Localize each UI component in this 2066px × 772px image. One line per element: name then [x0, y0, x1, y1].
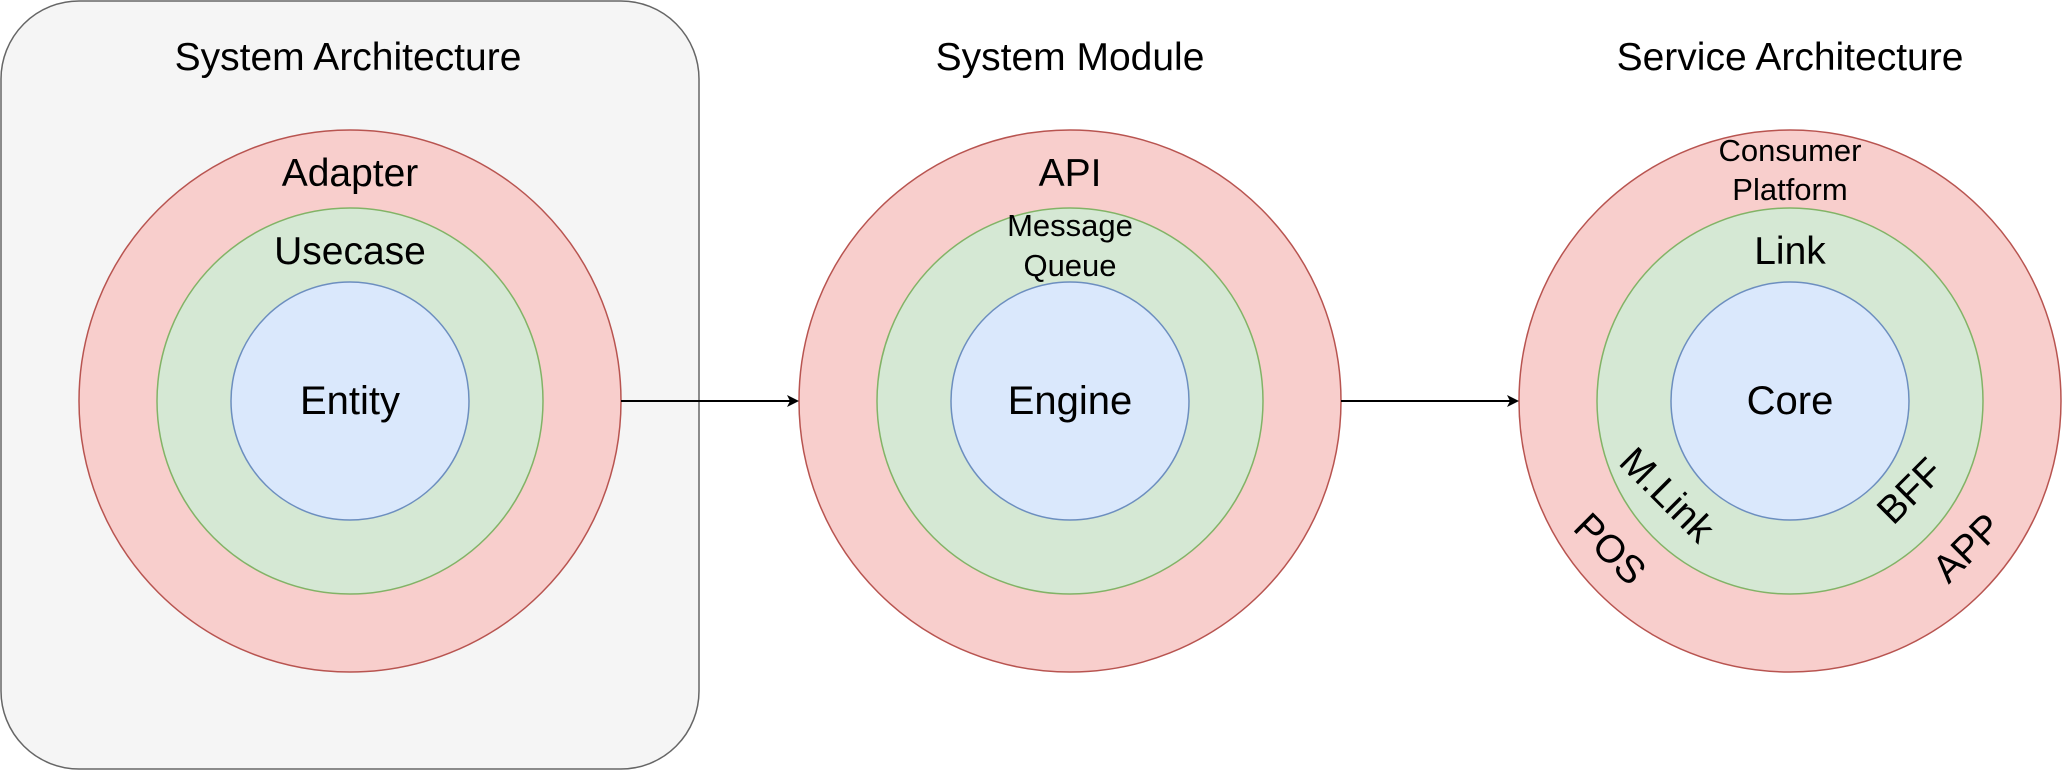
consumer-platform-label-line2: Platform — [1732, 172, 1847, 207]
usecase-label: Usecase — [274, 230, 426, 273]
entity-label: Entity — [300, 379, 400, 423]
message-queue-label-line1: Message — [1007, 208, 1133, 243]
consumer-platform-label-line1: Consumer — [1719, 133, 1862, 168]
link-label: Link — [1754, 230, 1826, 273]
system-architecture-title: System Architecture — [175, 36, 522, 79]
engine-label: Engine — [1008, 379, 1133, 423]
system-module-title: System Module — [936, 36, 1205, 79]
service-architecture-title: Service Architecture — [1617, 36, 1964, 79]
core-ring — [1670, 281, 1910, 521]
engine-core — [950, 281, 1190, 521]
adapter-label: Adapter — [282, 152, 419, 195]
api-label: API — [1039, 152, 1102, 195]
entity-core — [230, 281, 470, 521]
core-label: Core — [1747, 379, 1834, 423]
message-queue-label-line2: Queue — [1023, 248, 1116, 283]
